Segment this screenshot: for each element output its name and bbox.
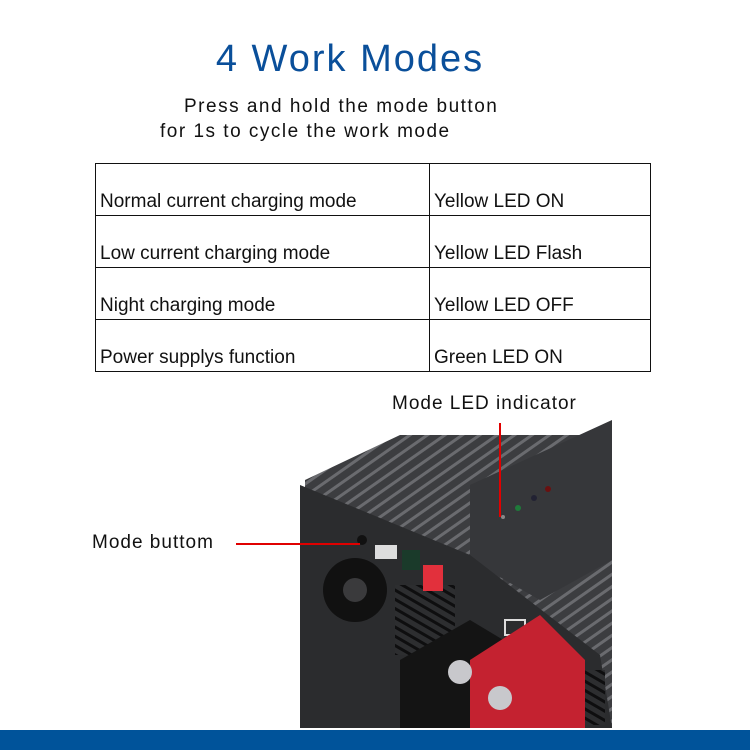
indicator-cell: Yellow LED Flash: [429, 215, 651, 268]
subtitle-line-1: Press and hold the mode button: [184, 96, 499, 117]
indicator-cell: Yellow LED ON: [429, 163, 651, 216]
mode-cell: Power supplys function: [95, 319, 430, 372]
led-indicator-callout: Mode LED indicator: [392, 393, 577, 414]
footer-bar: [0, 730, 750, 750]
page-title: 4 Work Modes: [215, 38, 485, 80]
subtitle-line-2: for 1s to cycle the work mode: [160, 121, 451, 142]
indicator-cell: Green LED ON: [429, 319, 651, 372]
mode-cell: Normal current charging mode: [95, 163, 430, 216]
mode-cell: Night charging mode: [95, 267, 430, 320]
mode-button[interactable]: [357, 535, 367, 545]
mode-led: [501, 515, 505, 519]
mode-cell: Low current charging mode: [95, 215, 430, 268]
mode-button-callout: Mode buttom: [92, 532, 214, 553]
indicator-cell: Yellow LED OFF: [429, 267, 651, 320]
